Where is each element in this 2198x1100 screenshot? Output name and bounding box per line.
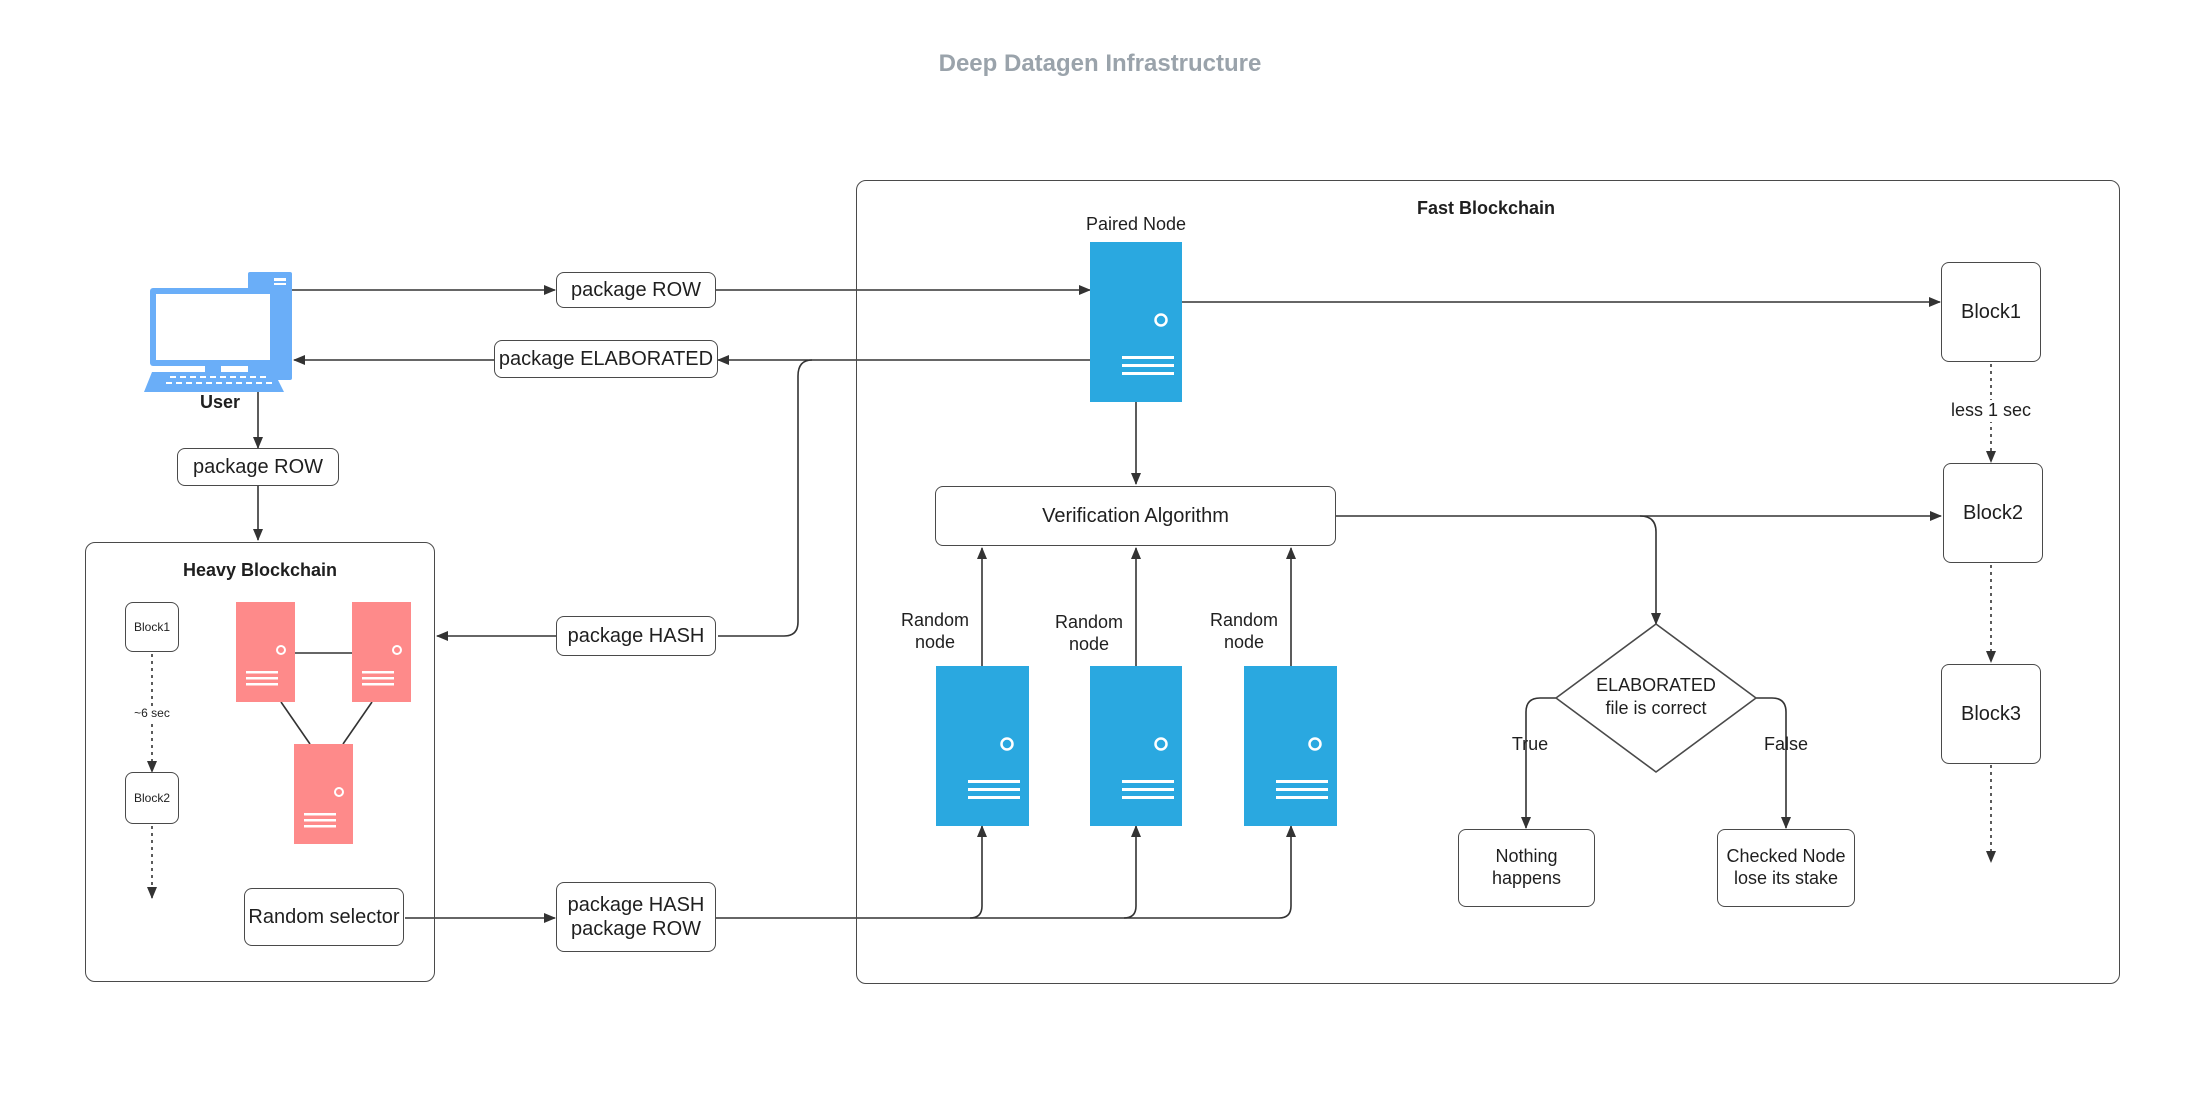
server-icon [1090,666,1182,826]
fast-interval-label: less 1 sec [1936,400,2046,422]
arrow-decision-true [1521,697,1556,829]
diagram-title: Deep Datagen Infrastructure [938,50,1262,77]
link-heavy-server-right [342,701,373,745]
package-row-top: package ROW [556,272,716,308]
arrow-paired-node-to-package-hash [718,359,813,637]
server-icon [352,602,411,702]
random-node-label-2: Random node [1054,612,1124,654]
outcome-false-line2: lose its stake [1733,868,1839,888]
arrow-verification-to-decision [1639,515,1661,625]
heavy-blockchain-group [85,542,435,982]
paired-node-label: Paired Node [1085,214,1187,234]
verification-algorithm: Verification Algorithm [935,486,1336,546]
decision-diamond [1555,623,1757,773]
link-heavy-server-left [280,701,311,745]
decision-true-label: True [1511,734,1549,754]
heavy-blockchain-title: Heavy Blockchain [182,560,338,580]
server-icon [936,666,1029,826]
random-node-label-3: Random node [1209,610,1279,652]
heavy-interval-label: ~6 sec [122,706,182,721]
random-selector: Random selector [244,888,404,946]
outcome-false-line1: Checked Node [1726,846,1846,867]
random-node-label-1: Random node [900,610,970,652]
fast-blockchain-title: Fast Blockchain [1416,198,1556,218]
arrow-package-to-random-node-3 [1124,825,1296,919]
outcome-lose-stake: Checked Node lose its stake [1717,829,1855,907]
server-icon [294,744,353,844]
fast-block3: Block3 [1941,664,2041,764]
outcome-true-line1: Nothing [1495,846,1558,867]
package-elaborated: package ELABORATED [494,340,718,378]
outcome-true-line2: happens [1491,868,1562,888]
arrow-decision-false [1756,697,1791,829]
package-hash-row-line2: package ROW [570,918,702,940]
user-label: User [199,392,241,412]
server-icon [236,602,295,702]
fast-block1: Block1 [1941,262,2041,362]
decision-line2: file is correct [1605,697,1707,718]
decision-text: ELABORATED file is correct [1566,674,1746,719]
server-icon [1244,666,1337,826]
decision-false-label: False [1763,734,1808,754]
package-row-left: package ROW [177,448,339,486]
package-hash-row: package HASH package ROW [556,882,716,952]
package-hash-row-line1: package HASH [567,894,705,916]
heavy-block1: Block1 [125,602,179,652]
heavy-block2: Block2 [125,772,179,824]
fast-block2: Block2 [1943,463,2043,563]
decision-line1: ELABORATED [1596,675,1716,695]
package-hash: package HASH [556,616,716,656]
server-icon [1090,242,1182,402]
fast-blockchain-group [856,180,2120,984]
outcome-nothing-happens: Nothing happens [1458,829,1595,907]
